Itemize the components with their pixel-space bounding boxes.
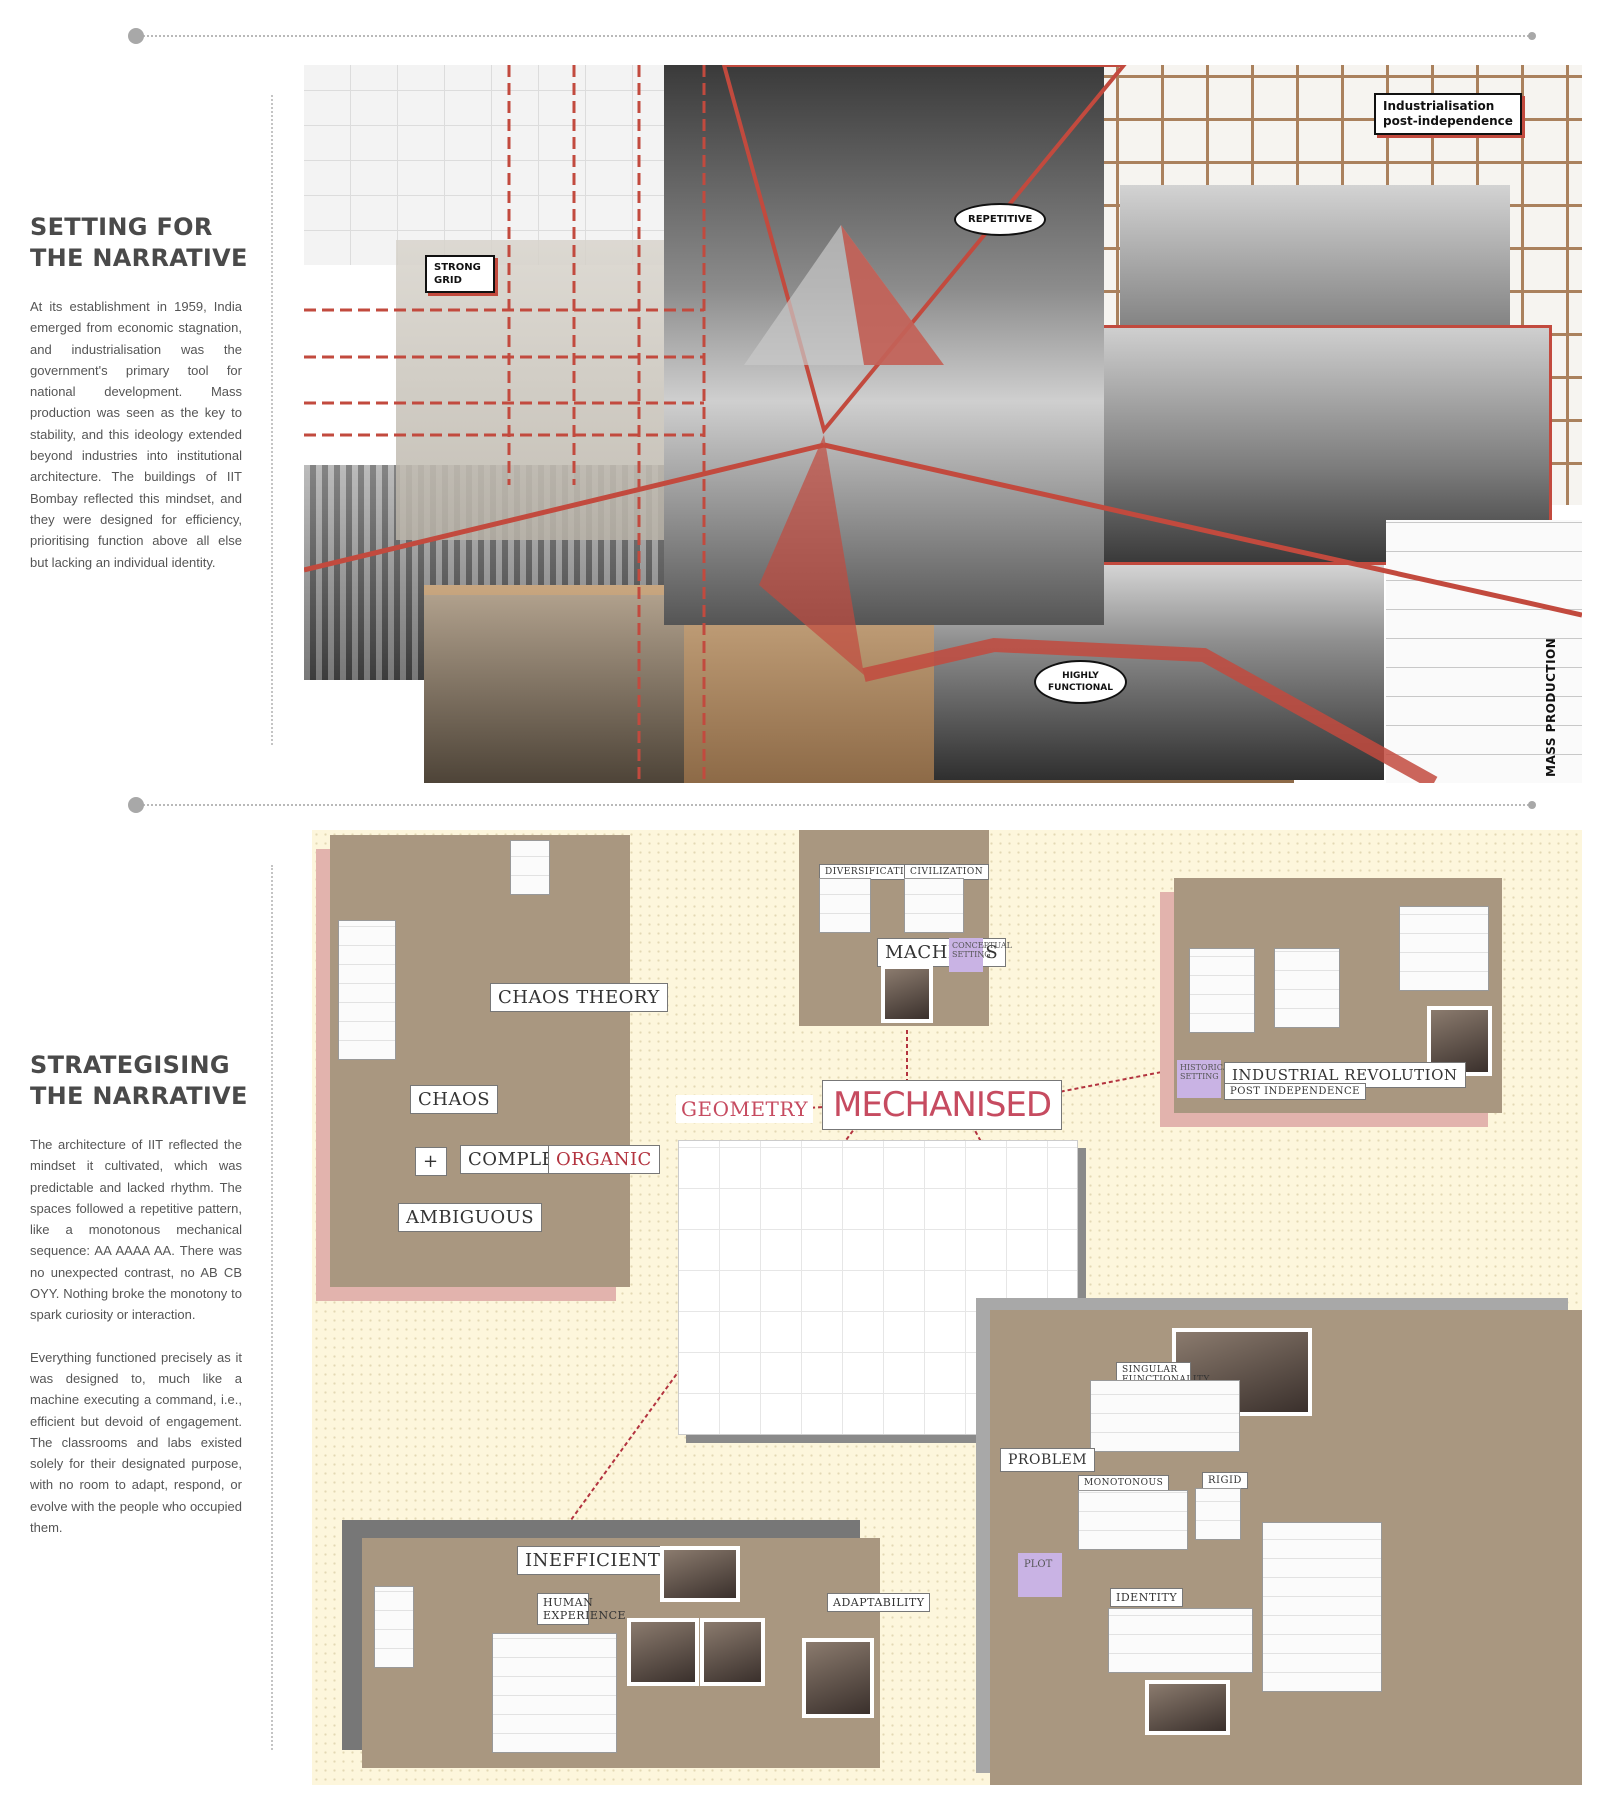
- note-plus: +: [415, 1147, 447, 1176]
- note-rigid: RIGID: [1202, 1472, 1248, 1489]
- bubble-industrialisation: Industrialisation post-independence: [1374, 93, 1522, 135]
- card-industrial-revolution: HISTORICAL SETTING INDUSTRIAL REVOLUTION…: [1174, 878, 1502, 1113]
- funnel-face: [841, 225, 944, 365]
- sketch-sheet: [904, 878, 964, 933]
- heritage-photo: [1145, 1680, 1230, 1735]
- sketch-sheet: [1399, 906, 1489, 991]
- card-chaos-theory: CHAOS THEORY CHAOS COMPLEXITY ORGANIC AM…: [330, 835, 668, 1287]
- sketch-sheet: [1108, 1608, 1253, 1673]
- corridor-frame: [721, 65, 1127, 435]
- divider-dot: [128, 797, 144, 813]
- paragraph: Everything functioned precisely as it wa…: [30, 1349, 242, 1536]
- note-inefficient: INEFFICIENT?: [517, 1546, 679, 1575]
- campus-plan-sketch: [678, 1140, 1078, 1435]
- divider-dot: [128, 28, 144, 44]
- bubble-text: STRONG GRID: [434, 262, 481, 286]
- note-industrial-revolution: INDUSTRIAL REVOLUTION: [1224, 1062, 1466, 1088]
- note-human-experience: HUMAN EXPERIENCE: [537, 1593, 626, 1625]
- sketch-sheet: [338, 920, 396, 1060]
- funnel-lower: [759, 435, 864, 675]
- note-ambiguous: AMBIGUOUS: [398, 1203, 543, 1232]
- bubble-text: HIGHLY: [1062, 671, 1099, 681]
- mind-map-board: CHAOS THEORY CHAOS COMPLEXITY ORGANIC AM…: [312, 830, 1582, 1785]
- road-stroke: [862, 637, 1438, 783]
- bubble-highly-functional: HIGHLY FUNCTIONAL: [1034, 660, 1127, 704]
- note-identity: IDENTITY: [1110, 1588, 1184, 1607]
- section-title-setting: SETTING FOR THE NARRATIVE: [30, 212, 248, 274]
- sticky-plot: PLOT: [1018, 1553, 1062, 1597]
- bubble-text: post-independence: [1383, 114, 1513, 128]
- section-body-setting: At its establishment in 1959, India emer…: [30, 296, 242, 594]
- bubble-repetitive: REPETITIVE: [954, 203, 1047, 236]
- title-line: STRATEGISING: [30, 1051, 230, 1079]
- section-body-strategising: The architecture of IIT reflected the mi…: [30, 1134, 242, 1559]
- card-problem: SINGULAR FUNCTIONALITY PROBLEM MONOTONOU…: [990, 1310, 1582, 1785]
- divider-dot: [1528, 801, 1536, 809]
- note-mechanised: MECHANISED: [822, 1080, 1063, 1130]
- narrative-collage: STRONG GRID REPETITIVE Industrialisation…: [304, 65, 1582, 783]
- sketch-sheet: [510, 840, 550, 895]
- title-line: SETTING FOR: [30, 213, 213, 241]
- perspective-line: [823, 442, 1582, 618]
- sketch-sheet: [1189, 948, 1255, 1033]
- sketch-sheet: [1274, 948, 1340, 1028]
- interior-photo: [627, 1618, 699, 1686]
- walkway-photo: [700, 1618, 765, 1686]
- note-post-independence: POST INDEPENDENCE: [1224, 1083, 1366, 1100]
- sidebar-rule: [271, 865, 273, 1750]
- sticky-conceptual-setting: CONCEPTUAL SETTING: [949, 938, 1012, 972]
- paragraph: The architecture of IIT reflected the mi…: [30, 1137, 242, 1323]
- mass-production-label: MASS PRODUCTION: [1544, 637, 1558, 777]
- machine-photo: [881, 965, 933, 1023]
- section-divider-top: [128, 28, 1536, 44]
- title-line: THE NARRATIVE: [30, 244, 248, 272]
- note-problem: PROBLEM: [1000, 1448, 1096, 1472]
- note-adaptability: ADAPTABILITY: [827, 1593, 931, 1612]
- note-geometry: GEOMETRY: [676, 1095, 814, 1123]
- facade-sketch-strip: [1386, 520, 1582, 783]
- corridor-photo-small: [660, 1546, 740, 1602]
- sketch-sheet: [1090, 1380, 1240, 1452]
- bubble-text: Industrialisation: [1383, 99, 1495, 113]
- workers-lathe-photo: [424, 595, 684, 783]
- bubble-strong-grid: STRONG GRID: [425, 255, 495, 293]
- section-divider-middle: [128, 797, 1536, 813]
- sketch-sheet: [492, 1633, 617, 1753]
- courtyard-photo: [802, 1638, 874, 1718]
- sketch-sheet: [374, 1586, 414, 1668]
- bubble-text: REPETITIVE: [968, 214, 1033, 225]
- note-chaos: CHAOS: [410, 1085, 499, 1114]
- note-monotonous: MONOTONOUS: [1078, 1475, 1170, 1491]
- sketch-sheet: [1195, 1488, 1241, 1540]
- sketch-sheet: [1078, 1490, 1188, 1550]
- sticky-historical-setting: HISTORICAL SETTING: [1177, 1060, 1234, 1098]
- title-line: THE NARRATIVE: [30, 1082, 248, 1110]
- sidebar-rule: [271, 95, 273, 745]
- note-organic: ORGANIC: [548, 1145, 660, 1174]
- sketch-sheet: [819, 878, 871, 933]
- card-inefficient: INEFFICIENT? HUMAN EXPERIENCE ADAPTABILI…: [362, 1538, 931, 1768]
- card-machines: DIVERSIFICATION CIVILIZATION MACHINES CO…: [799, 830, 1012, 1026]
- sketch-sheet: [1262, 1522, 1382, 1692]
- perspective-overlay: [304, 65, 1582, 783]
- paragraph: At its establishment in 1959, India emer…: [30, 299, 242, 570]
- perspective-line: [304, 442, 825, 573]
- note-chaos-theory: CHAOS THEORY: [490, 983, 668, 1012]
- divider-dot: [1528, 32, 1536, 40]
- bubble-text: FUNCTIONAL: [1048, 683, 1113, 693]
- section-title-strategising: STRATEGISING THE NARRATIVE: [30, 1050, 248, 1112]
